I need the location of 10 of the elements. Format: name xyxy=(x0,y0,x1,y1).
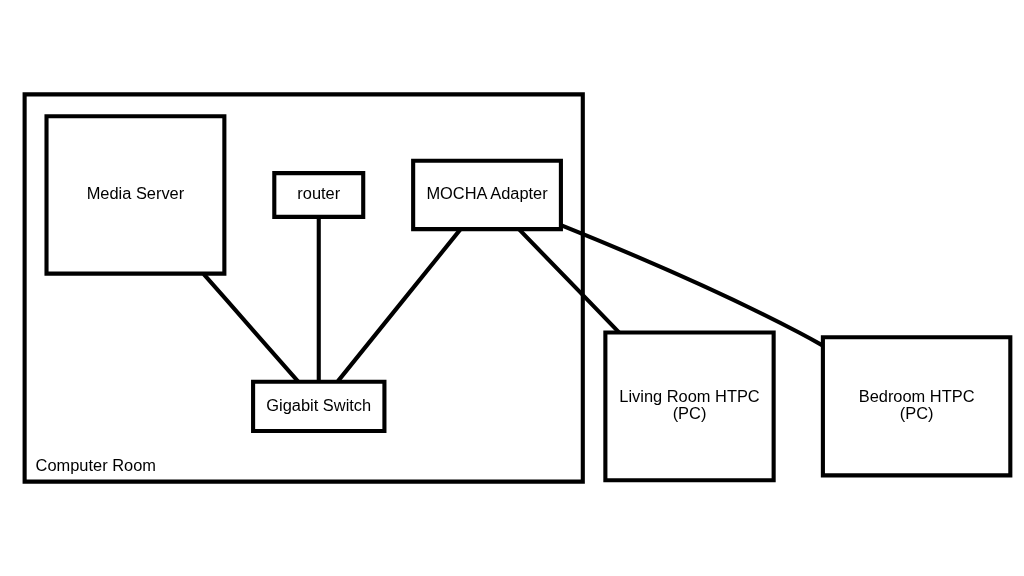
connector xyxy=(202,272,300,383)
connector xyxy=(560,223,824,348)
node-box: Bedroom HTPC (PC) xyxy=(820,335,1013,478)
node-box: Media Server xyxy=(44,114,227,276)
connector xyxy=(336,228,462,383)
node-box: Living Room HTPC (PC) xyxy=(603,330,776,483)
node-box: MOCHA Adapter xyxy=(411,158,563,232)
node-box: Gigabit Switch xyxy=(251,379,387,433)
connector xyxy=(316,217,321,382)
node-box: router xyxy=(272,171,366,219)
